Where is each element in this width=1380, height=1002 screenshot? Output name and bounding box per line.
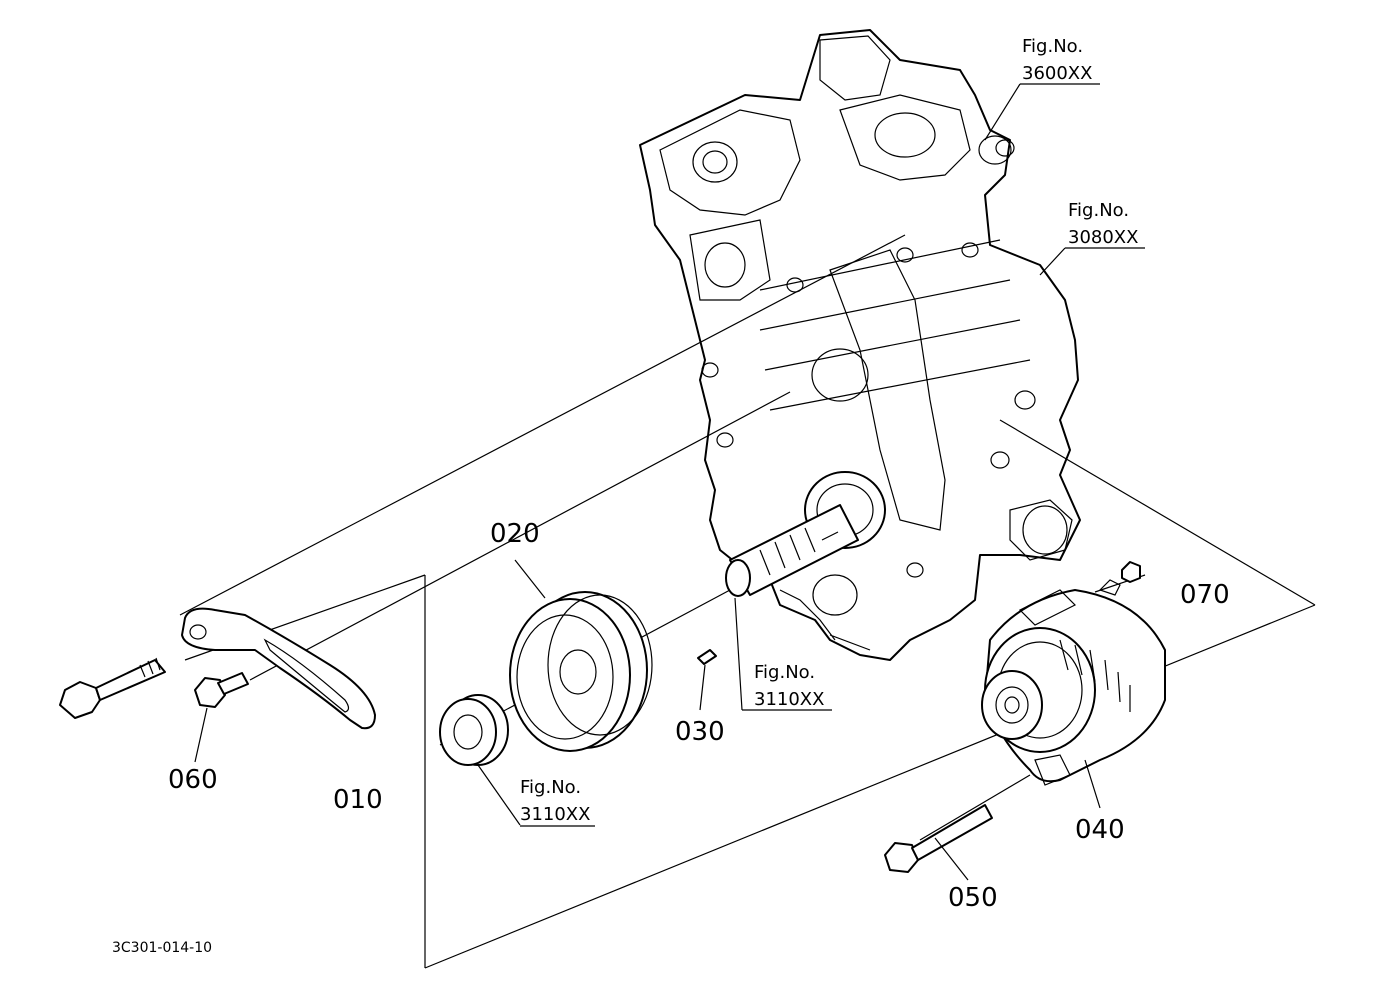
fig-3110-seal-number: 3110XX (520, 804, 590, 825)
fig-3110-shaft-title: Fig.No. (754, 662, 815, 683)
part-040-alternator (981, 579, 1166, 809)
label-050: 050 (948, 883, 998, 913)
engine-gear-case (639, 29, 1081, 661)
part-030-key (697, 649, 717, 711)
fig-3110-seal-title: Fig.No. (520, 777, 581, 798)
part-bolt-long (59, 657, 166, 719)
label-040: 040 (1075, 815, 1125, 845)
fig-3600-number: 3600XX (1022, 63, 1092, 84)
label-070: 070 (1180, 580, 1230, 610)
label-030: 030 (675, 717, 725, 747)
label-060: 060 (168, 765, 218, 795)
part-050-bolt (884, 804, 993, 881)
oil-seal (439, 694, 521, 826)
part-020-pulley (509, 559, 653, 752)
part-060-bolt (194, 672, 249, 763)
fig-3110-shaft-number: 3110XX (754, 689, 824, 710)
diagram-code: 3C301-014-10 (112, 940, 212, 956)
part-070-nut (1121, 561, 1141, 583)
fig-3600-title: Fig.No. (1022, 36, 1083, 57)
label-010: 010 (333, 785, 383, 815)
label-020: 020 (490, 519, 540, 549)
fig-3080-number: 3080XX (1068, 227, 1138, 248)
fig-3080-title: Fig.No. (1068, 200, 1129, 221)
fig-ref-leaders (520, 83, 1145, 827)
part-010-bracket (181, 607, 376, 730)
